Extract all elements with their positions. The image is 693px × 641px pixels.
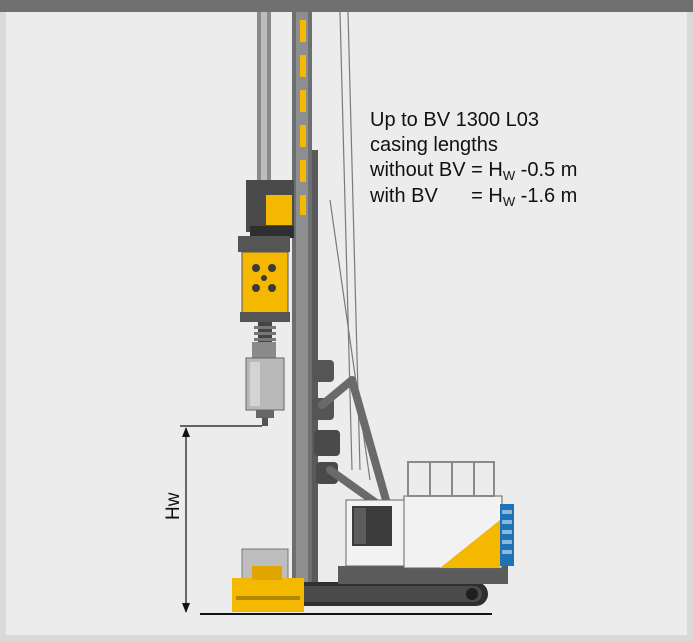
crawler-track [280, 582, 488, 606]
note-line-3: without BV = HW -0.5 m [370, 159, 578, 183]
casing-tube [245, 342, 285, 426]
railings [407, 461, 495, 497]
frame-left-edge [0, 12, 6, 641]
base-yellow-equipment [232, 548, 304, 612]
hw-dimension-line [180, 425, 262, 613]
casing-length-notes: Up to BV 1300 L03 casing lengths without… [370, 108, 577, 210]
mast-left-rods [257, 12, 271, 192]
hw-dimension-label: Hw [163, 492, 184, 520]
frame-bottom-edge [0, 635, 693, 641]
note-line-2: casing lengths [370, 134, 498, 156]
note-line-4: with BV = HW -1.6 m [370, 185, 578, 209]
upper-carriage [338, 495, 514, 584]
main-mast [292, 12, 318, 590]
header-bar [0, 0, 693, 12]
rotary-drive [246, 180, 294, 238]
connector-spring [254, 322, 276, 344]
frame-right-edge [687, 12, 693, 641]
casing-oscillator [238, 236, 290, 322]
note-line-1: Up to BV 1300 L03 [370, 109, 540, 131]
